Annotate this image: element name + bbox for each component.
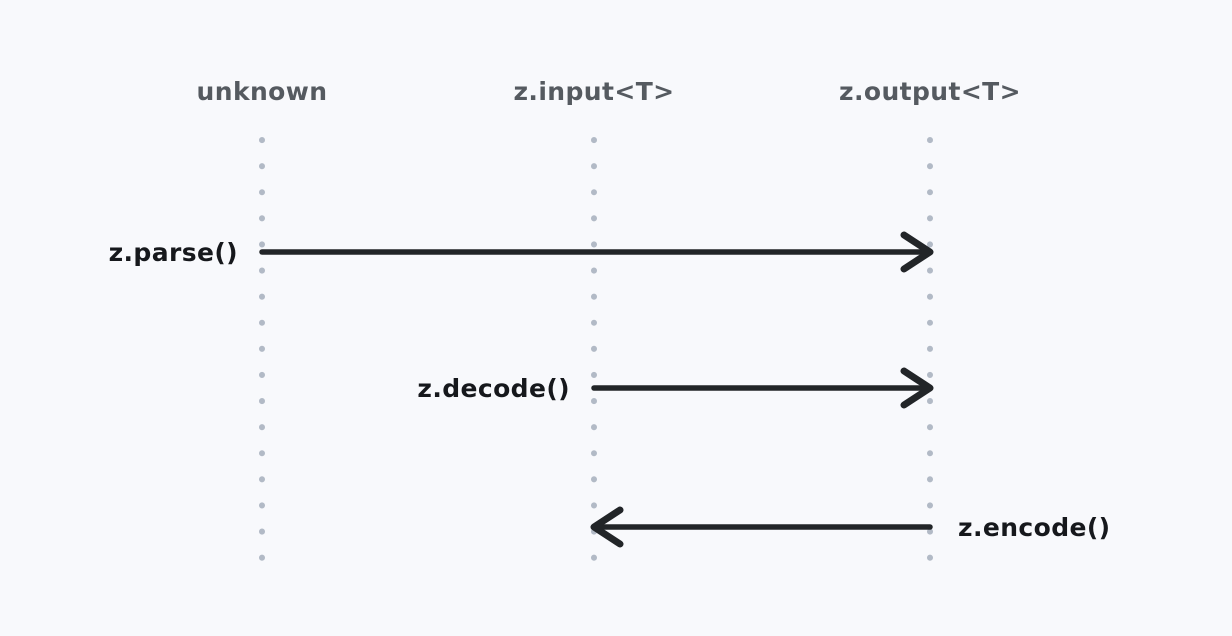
arrowhead-icon-encode — [590, 506, 624, 548]
participant-label-z-input: z.input<T> — [513, 77, 674, 106]
participant-label-unknown: unknown — [197, 77, 328, 106]
arrowhead-icon-decode — [900, 367, 934, 409]
message-label-parse: z.parse() — [109, 238, 238, 267]
message-label-decode: z.decode() — [417, 374, 570, 403]
arrowhead-icon-parse — [900, 231, 934, 273]
message-label-encode: z.encode() — [958, 513, 1111, 542]
participant-label-z-output: z.output<T> — [839, 77, 1021, 106]
